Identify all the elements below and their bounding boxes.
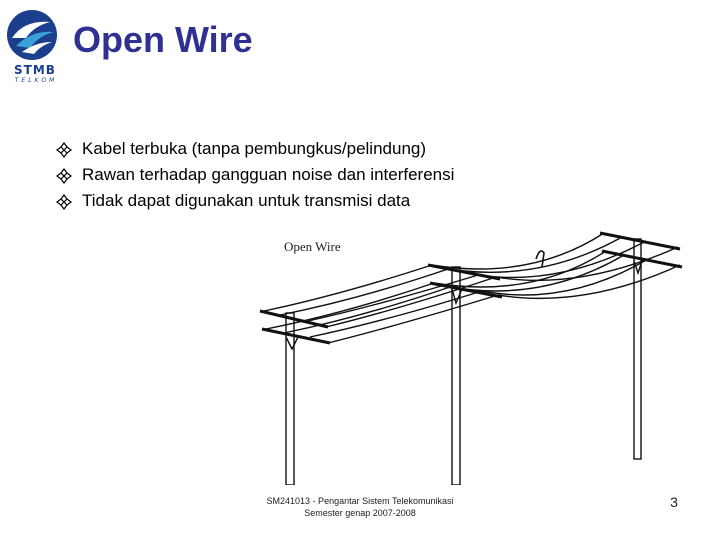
figure-label: Open Wire [284, 239, 341, 254]
logo-word: STMB [14, 63, 56, 77]
bullet-item: Kabel terbuka (tanpa pembungkus/pelindun… [56, 136, 454, 162]
bullet-list: Kabel terbuka (tanpa pembungkus/pelindun… [56, 136, 454, 214]
logo-subtitle: TELKOM [14, 77, 58, 84]
bullet-item: Tidak dapat digunakan untuk transmisi da… [56, 188, 454, 214]
pole-middle [451, 266, 461, 485]
insulator-detail [535, 250, 545, 268]
utility-poles-illustration [259, 231, 683, 485]
bullet-text: Rawan terhadap gangguan noise dan interf… [82, 165, 455, 184]
stmb-logo-icon [7, 10, 57, 60]
bullet-text: Tidak dapat digunakan untuk transmisi da… [82, 191, 411, 210]
footer: SM241013 - Pengantar Sistem Telekomunika… [240, 495, 480, 519]
bullet-item: Rawan terhadap gangguan noise dan interf… [56, 162, 454, 188]
footer-course: SM241013 - Pengantar Sistem Telekomunika… [266, 496, 454, 506]
slide-title: Open Wire [73, 19, 253, 60]
diamond-bullet-icon [56, 194, 72, 210]
bullet-text: Kabel terbuka (tanpa pembungkus/pelindun… [82, 139, 427, 158]
stmb-telkom-logo: STMB TELKOM [4, 8, 62, 84]
page-number: 3 [670, 494, 678, 510]
footer-semester: Semester genap 2007-2008 [304, 508, 416, 518]
diamond-bullet-icon [56, 142, 72, 158]
diamond-bullet-icon [56, 168, 72, 184]
